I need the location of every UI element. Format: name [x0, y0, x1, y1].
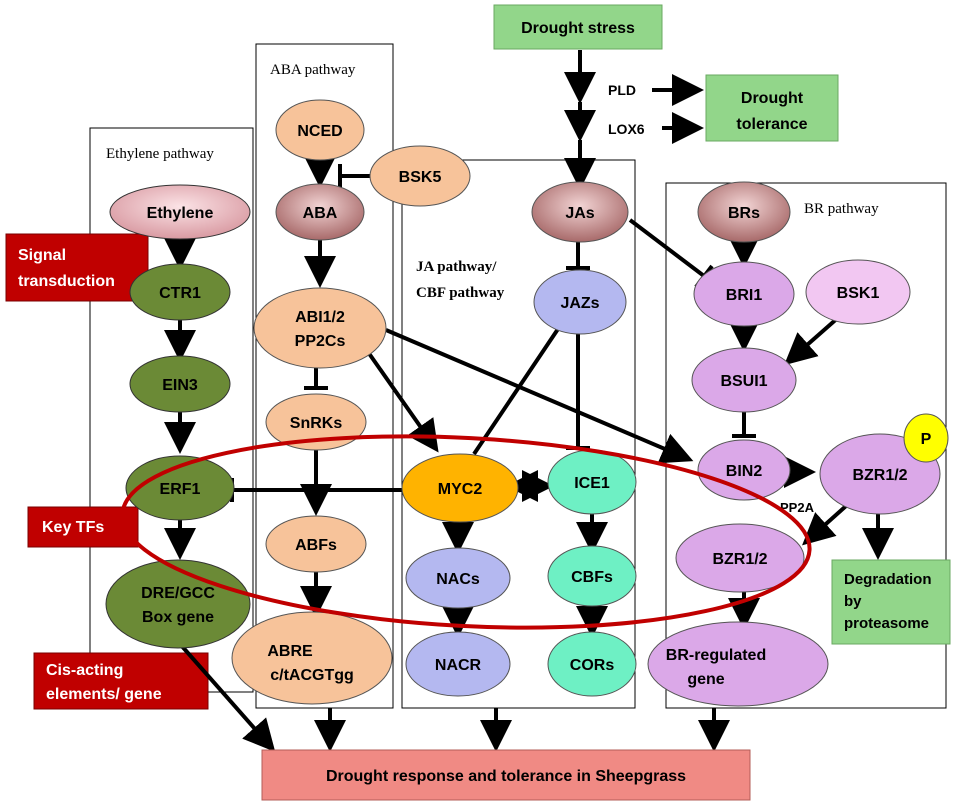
signal-transduction-label-box — [5, 233, 149, 302]
abre-node-label-2: c/tACGTgg — [270, 667, 354, 684]
jas-node-label: JAs — [565, 205, 594, 222]
lox6-label: LOX6 — [608, 121, 645, 137]
ethylene-pathway-title: Ethylene pathway — [106, 146, 214, 162]
drought-tolerance-box — [705, 74, 839, 142]
jazs-node — [533, 269, 627, 335]
signal-transduction-label-2: transduction — [18, 273, 115, 290]
aba-pathway-frame — [255, 43, 394, 709]
abi-node-label-1: ABI1/2 — [295, 309, 345, 326]
br-regulated-gene-node — [647, 621, 829, 707]
abfs-node — [265, 515, 367, 573]
aba-node-label: ABA — [303, 205, 338, 222]
ctr1-node — [129, 263, 231, 321]
bzr1-p-node-label: BZR1/2 — [852, 467, 907, 484]
abre-node-label-1: ABRE — [267, 643, 313, 660]
cis-elements-label-1: Cis-acting — [46, 662, 123, 679]
ethylene-node-label: Ethylene — [147, 205, 214, 222]
cbfs-node-label: CBFs — [571, 569, 613, 586]
degradation-box — [831, 559, 951, 645]
cors-node-label: CORs — [570, 657, 615, 674]
ein3-node-label: EIN3 — [162, 377, 198, 394]
brs-node-label: BRs — [728, 205, 760, 222]
myc2-node-label: MYC2 — [438, 481, 483, 498]
key-tfs-label: Key TFs — [42, 519, 104, 536]
bsui1-node — [691, 347, 797, 413]
ice1-node-label: ICE1 — [574, 475, 610, 492]
jazs-node-label: JAZs — [560, 295, 599, 312]
ethylene-node — [109, 184, 251, 240]
degradation-label-3: proteasome — [844, 615, 929, 632]
dre-gcc-node — [105, 559, 251, 649]
signal-transduction-label-1: Signal — [18, 247, 66, 264]
nacr-node — [405, 631, 511, 697]
nacs-node — [405, 547, 511, 609]
aba-pathway-title: ABA pathway — [270, 62, 356, 78]
nced-node-label: NCED — [297, 123, 342, 140]
bin2-node — [697, 439, 791, 501]
abi-pp2cs-node — [253, 287, 387, 369]
dre-gcc-node-label-2: Box gene — [142, 609, 214, 626]
bri1-node-label: BRI1 — [726, 287, 763, 304]
drought-stress-box — [493, 4, 663, 50]
cis-elements-label-2: elements/ gene — [46, 686, 162, 703]
ja-pathway-title-2: CBF pathway — [416, 285, 505, 301]
arrow-abi-myc2 — [366, 350, 439, 453]
nacs-node-label: NACs — [436, 571, 480, 588]
br-regulated-gene-label-2: gene — [687, 671, 724, 688]
bzr1-node — [675, 523, 805, 593]
drought-response-label: Drought response and tolerance in Sheepg… — [326, 768, 686, 785]
arrow-abi-bin2 — [385, 328, 694, 464]
ja-pathway-frame — [401, 159, 636, 709]
arrow-bsk1-bsui1 — [783, 314, 842, 366]
br-pathway-title: BR pathway — [804, 201, 879, 217]
bsk5-node-label: BSK5 — [399, 169, 442, 186]
erf1-node-label: ERF1 — [160, 481, 201, 498]
bzr1-node-label: BZR1/2 — [712, 551, 767, 568]
abre-node — [231, 611, 393, 705]
nacr-node-label: NACR — [435, 657, 482, 674]
line-jazs-myc2 — [472, 324, 562, 456]
drought-tolerance-label-2: tolerance — [736, 116, 807, 133]
degradation-label-2: by — [844, 593, 862, 610]
br-regulated-gene-label-1: BR-regulated — [666, 647, 766, 664]
cbfs-node — [547, 545, 637, 607]
bri1-node — [693, 261, 795, 327]
drought-stress-label: Drought stress — [521, 20, 635, 37]
snrks-node-label: SnRKs — [290, 415, 343, 432]
bsk5-node — [369, 145, 471, 207]
jas-node — [531, 181, 629, 243]
abi-node-label-2: PP2Cs — [295, 333, 346, 350]
cors-node — [547, 631, 637, 697]
myc2-node — [401, 453, 519, 523]
dre-gcc-node-label-1: DRE/GCC — [141, 585, 215, 602]
phosphate-node — [903, 413, 949, 463]
key-tfs-highlight-ring — [120, 434, 812, 630]
cis-elements-label-box — [33, 652, 209, 710]
key-tfs-label-box — [27, 506, 139, 548]
abfs-node-label: ABFs — [295, 537, 337, 554]
drought-tolerance-label-1: Drought — [741, 90, 804, 107]
ein3-node — [129, 355, 231, 413]
ja-pathway-title-1: JA pathway/ — [416, 259, 497, 275]
aba-node — [275, 183, 365, 241]
bin2-node-label: BIN2 — [726, 463, 763, 480]
drought-response-box — [261, 749, 751, 801]
phosphate-node-label: P — [921, 431, 932, 448]
arrow-bzr1p-bzr1 — [802, 504, 848, 546]
bsui1-node-label: BSUI1 — [720, 373, 767, 390]
inhibit-jas-bri1 — [628, 218, 706, 278]
snrks-node — [265, 393, 367, 451]
ctr1-node-label: CTR1 — [159, 285, 201, 302]
pp2a-label: PP2A — [780, 500, 815, 515]
bsk1-node-label: BSK1 — [837, 285, 880, 302]
bsk1-node — [805, 259, 911, 325]
nced-node — [275, 99, 365, 161]
erf1-node — [125, 455, 235, 521]
arrow-dre-response — [178, 642, 276, 752]
brs-node — [697, 181, 791, 243]
degradation-label-1: Degradation — [844, 571, 932, 588]
pld-label: PLD — [608, 82, 636, 98]
